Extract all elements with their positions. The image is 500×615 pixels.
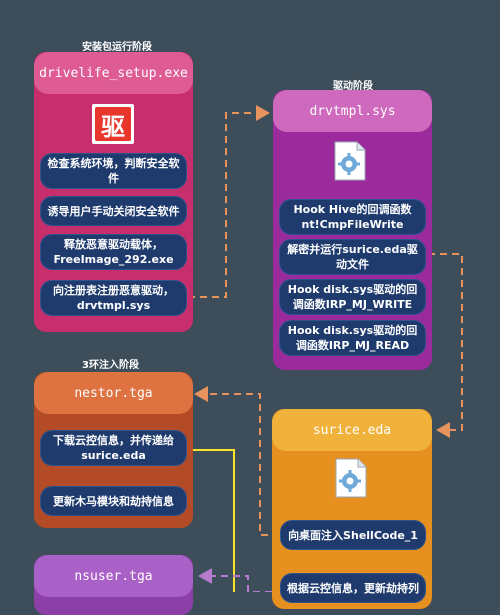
stage-label-installer: 安装包运行阶段 (82, 42, 152, 53)
gear-file-icon (333, 140, 367, 182)
gear-file-icon (334, 457, 368, 499)
stage-label-ring3: 3环注入阶段 (82, 360, 139, 371)
step-hook-disk-read: Hook disk.sys驱动的回调函数IRP_MJ_READ (279, 320, 426, 356)
connector-surice-to-nsuser (198, 568, 272, 592)
step-update-trojan-modules: 更新木马模块和劫持信息 (40, 486, 187, 516)
step-decrypt-surice: 解密并运行surice.eda驱动文件 (279, 239, 426, 275)
connector-shellcode-to-nestor (194, 386, 280, 536)
step-hook-hive: Hook Hive的回调函数nt!CmpFileWrite (279, 199, 426, 235)
connector-cloud-to-surice (186, 449, 235, 592)
step-check-environment: 检查系统环境，判断安全软件 (40, 153, 187, 189)
step-download-cloud-config: 下载云控信息，并传递给surice.eda (40, 430, 187, 466)
drivelife-logo-text: 驱 (95, 107, 131, 141)
drivelife-setup-column: drivelife_setup.exe 驱 检查系统环境，判断安全软件 诱导用户… (34, 52, 193, 332)
step-induce-disable-av: 诱导用户手动关闭安全软件 (40, 196, 187, 226)
step-inject-shellcode: 向桌面注入ShellCode_1 (280, 520, 426, 550)
drvtmpl-column: drvtmpl.sys Hook Hive的回调函数nt!CmpFileWrit… (273, 90, 432, 370)
surice-title: surice.eda (272, 409, 432, 451)
connector-layer (186, 105, 463, 592)
step-hook-disk-write: Hook disk.sys驱动的回调函数IRP_MJ_WRITE (279, 279, 426, 315)
nestor-column: nestor.tga 下载云控信息，并传递给surice.eda 更新木马模块和… (34, 372, 193, 528)
step-release-driver-carrier: 释放恶意驱动载体，FreeImage_292.exe (40, 234, 187, 270)
drvtmpl-title: drvtmpl.sys (273, 90, 432, 132)
connector-register-to-drvtmpl (188, 105, 270, 298)
step-register-driver: 向注册表注册恶意驱动，drvtmpl.sys (40, 280, 187, 316)
connector-decrypt-to-surice (428, 253, 463, 438)
drivelife-setup-title: drivelife_setup.exe (34, 52, 193, 94)
nsuser-title: nsuser.tga (34, 555, 193, 597)
step-update-hijack-list: 根据云控信息，更新劫持列 (280, 573, 426, 603)
nsuser-column: nsuser.tga (34, 555, 193, 615)
stage-label-driver: 驱动阶段 (333, 81, 373, 92)
drivelife-logo-icon: 驱 (92, 104, 134, 144)
nestor-title: nestor.tga (34, 372, 193, 414)
surice-column: surice.eda 向桌面注入ShellCode_1 根据云控信息，更新劫持列 (272, 409, 432, 609)
